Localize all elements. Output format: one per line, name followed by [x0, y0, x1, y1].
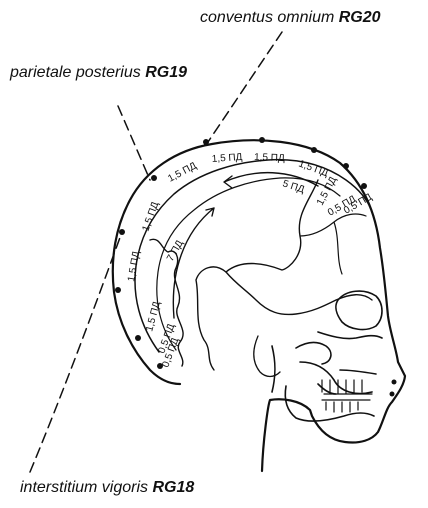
- measure-1-5: 1,5 ПД: [254, 152, 285, 164]
- measure-1-5: 1,5 ПД: [297, 158, 330, 179]
- point-dot: [343, 163, 349, 169]
- point-dot: [390, 392, 395, 397]
- guide-line-rg18: [30, 232, 122, 472]
- mastoid: [254, 336, 280, 377]
- point-dot: [203, 139, 209, 145]
- point-dot: [151, 175, 157, 181]
- label-rg19-name: parietale posterius: [10, 64, 141, 81]
- point-dot: [119, 229, 125, 235]
- label-rg18: interstitium vigoris RG18: [20, 479, 194, 497]
- measure-5: 5 ПД: [281, 178, 306, 195]
- point-dot: [115, 287, 121, 293]
- label-rg19: parietale posterius RG19: [10, 64, 187, 82]
- teeth: [322, 380, 372, 412]
- guide-line-rg20: [208, 32, 282, 142]
- label-rg20-name: conventus omnium: [200, 9, 334, 26]
- measure-1-5: 1,5 ПД: [140, 200, 161, 233]
- measure-1-5: 1,5 ПД: [211, 152, 243, 165]
- point-dot: [259, 137, 265, 143]
- label-rg19-code: RG19: [145, 64, 187, 81]
- label-rg20-code: RG20: [339, 9, 381, 26]
- point-dot: [361, 183, 367, 189]
- measure-1-5: 1,5 ПД: [126, 250, 142, 282]
- squamous-suture: [226, 272, 372, 314]
- sphenoid-lines: [300, 214, 366, 274]
- label-rg18-code: RG18: [152, 479, 194, 496]
- point-dot: [392, 380, 397, 385]
- point-dot: [135, 335, 141, 341]
- guide-line-rg19: [118, 106, 150, 180]
- label-rg18-name: interstitium vigoris: [20, 479, 148, 496]
- point-dot: [311, 147, 317, 153]
- zygoma: [296, 332, 382, 364]
- maxilla-mandible: [272, 346, 376, 394]
- label-rg20: conventus omnium RG20: [200, 9, 381, 27]
